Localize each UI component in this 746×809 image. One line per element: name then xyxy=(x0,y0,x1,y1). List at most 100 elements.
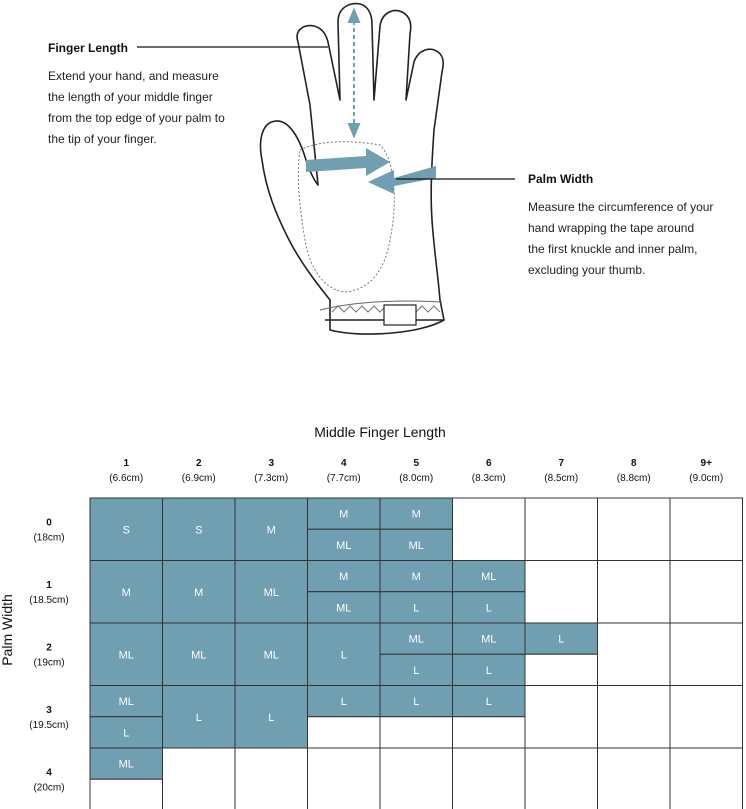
size-cell-label: M xyxy=(267,524,276,536)
finger-length-line-4: the tip of your finger. xyxy=(48,132,157,146)
size-cell-half xyxy=(452,653,526,686)
size-cell-label: L xyxy=(341,696,347,708)
size-cell-label: ML xyxy=(409,634,424,646)
size-cell-half-empty xyxy=(89,778,163,809)
column-header-number: 3 xyxy=(268,458,274,469)
size-cell-empty xyxy=(597,622,671,686)
size-cell-empty xyxy=(452,497,526,561)
size-cell-label: L xyxy=(413,696,419,708)
size-cell-empty xyxy=(524,497,598,561)
size-cell-empty xyxy=(669,685,743,749)
palm-width-line-1: Measure the circumference of your xyxy=(528,200,714,214)
size-cell xyxy=(234,560,308,624)
size-cell-empty xyxy=(669,622,743,686)
size-cell-label: ML xyxy=(409,540,424,552)
size-cell xyxy=(162,497,236,561)
column-header-size: (6.9cm) xyxy=(182,473,216,484)
row-header-size: (18.5cm) xyxy=(29,595,68,606)
column-header-size: (9.0cm) xyxy=(689,473,723,484)
size-cell xyxy=(234,622,308,686)
size-cell-label: L xyxy=(486,602,492,614)
size-cell xyxy=(89,622,163,686)
size-cell-label: S xyxy=(195,524,202,536)
size-cell-label: L xyxy=(123,727,129,739)
size-cell-label: M xyxy=(194,587,203,599)
size-cell-label: ML xyxy=(481,571,496,583)
row-header-size: (19.5cm) xyxy=(29,720,68,731)
size-cell-label: L xyxy=(413,665,419,677)
column-header-size: (6.6cm) xyxy=(109,473,143,484)
size-cell-empty xyxy=(597,685,671,749)
column-header-number: 6 xyxy=(486,458,492,469)
size-cell-label: M xyxy=(122,587,131,599)
y-axis-title: Palm Width xyxy=(0,594,15,666)
size-cell-half xyxy=(379,653,453,686)
size-cell-label: L xyxy=(341,649,347,661)
size-cell xyxy=(89,560,163,624)
row-header-number: 0 xyxy=(46,517,52,528)
size-cell-half-empty xyxy=(307,716,381,749)
finger-length-title: Finger Length xyxy=(48,41,128,55)
size-cell-half xyxy=(379,497,453,530)
column-header-size: (7.3cm) xyxy=(254,473,288,484)
size-cell-half xyxy=(379,685,453,718)
size-cell xyxy=(162,685,236,749)
size-cell-empty xyxy=(669,747,743,809)
size-cell-half xyxy=(379,591,453,624)
column-header-number: 2 xyxy=(196,458,202,469)
column-header-number: 5 xyxy=(413,458,419,469)
size-cell-half-empty xyxy=(379,716,453,749)
size-cell-label: L xyxy=(268,712,274,724)
palm-width-title: Palm Width xyxy=(528,172,594,186)
finger-length-line-2: the length of your middle finger xyxy=(48,90,213,104)
size-cell-empty xyxy=(234,747,308,809)
size-cell-empty xyxy=(669,560,743,624)
size-cell-label: M xyxy=(339,509,348,521)
size-cell-half xyxy=(452,560,526,593)
x-axis-title: Middle Finger Length xyxy=(314,424,446,440)
size-cell xyxy=(162,622,236,686)
column-header-number: 1 xyxy=(123,458,129,469)
size-cell-label: L xyxy=(486,696,492,708)
size-cell-label: ML xyxy=(191,649,206,661)
row-header-size: (19cm) xyxy=(33,657,64,668)
row-header-number: 2 xyxy=(46,642,52,653)
size-cell-label: M xyxy=(412,509,421,521)
size-cell-label: M xyxy=(339,571,348,583)
size-cell-label: ML xyxy=(264,649,279,661)
column-header-number: 8 xyxy=(631,458,637,469)
palm-width-description: Measure the circumference of your hand w… xyxy=(528,197,713,281)
size-cell-empty xyxy=(597,747,671,809)
glove-tab xyxy=(383,304,417,326)
size-cell xyxy=(162,560,236,624)
size-cell-label: L xyxy=(196,712,202,724)
palm-width-arrows-icon xyxy=(306,148,436,194)
size-cell-half xyxy=(452,685,526,718)
size-cell-label: ML xyxy=(336,602,351,614)
palm-width-line-3: the first knuckle and inner palm, xyxy=(528,242,698,256)
palm-width-line-2: hand wrapping the tape around xyxy=(528,221,695,235)
size-cell-empty xyxy=(597,497,671,561)
size-cell-half xyxy=(307,685,381,718)
finger-length-description: Extend your hand, and measure the length… xyxy=(48,66,225,150)
glove-illustration xyxy=(137,2,515,335)
column-header-number: 9+ xyxy=(701,458,713,469)
column-header-size: (8.8cm) xyxy=(617,473,651,484)
size-cell-empty xyxy=(524,560,598,624)
size-cell-empty xyxy=(597,560,671,624)
size-cell-label: ML xyxy=(264,587,279,599)
size-cell-half xyxy=(379,528,453,561)
size-cell-label: ML xyxy=(119,696,134,708)
size-cell-empty xyxy=(452,747,526,809)
size-cell-label: L xyxy=(558,634,564,646)
size-cell-empty xyxy=(524,685,598,749)
finger-length-line-1: Extend your hand, and measure xyxy=(48,69,219,83)
size-cell xyxy=(89,497,163,561)
size-cell-empty xyxy=(307,747,381,809)
row-header-size: (20cm) xyxy=(33,782,64,793)
size-cell-empty xyxy=(162,747,236,809)
size-cell-empty xyxy=(669,497,743,561)
size-cell-half-empty xyxy=(524,653,598,686)
row-header-number: 1 xyxy=(46,580,52,591)
